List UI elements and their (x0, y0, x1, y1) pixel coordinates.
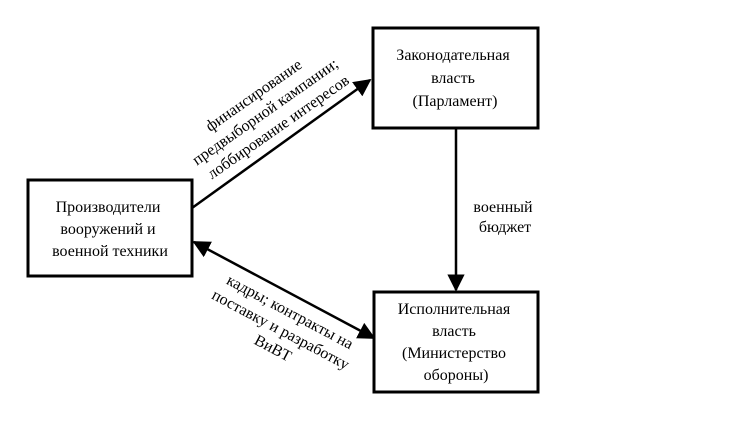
node-producers: Производители вооружений и военной техни… (26, 178, 194, 278)
node-legislative-line-3: (Парламент) (413, 93, 498, 110)
node-producers-box (26, 178, 194, 278)
edge-label-producers-to-legislative: финансирование предвыборной кампании; ло… (178, 37, 356, 186)
edge-label-le-line-2: бюджет (479, 219, 531, 236)
node-executive-line-4: обороны) (424, 367, 489, 384)
node-executive-box (372, 290, 540, 394)
node-producers-line-3: военной техники (52, 243, 168, 260)
node-legislative-box (371, 26, 540, 130)
node-legislative-line-1: Законодательная (396, 47, 510, 64)
node-executive: Исполнительная власть (Министерство обор… (372, 290, 540, 394)
edge-label-le-line-1: военный (473, 199, 533, 216)
node-executive-line-1: Исполнительная (398, 301, 511, 318)
node-legislative: Законодательная власть (Парламент) (371, 26, 540, 130)
node-legislative-line-2: власть (431, 70, 475, 87)
node-legislative-label: Законодательная власть (Парламент) (396, 47, 513, 110)
node-producers-line-2: вооружений и (60, 221, 156, 238)
node-executive-label: Исполнительная власть (Министерство обор… (398, 301, 515, 384)
arrow-executive-to-producers (192, 240, 376, 340)
node-executive-line-3: (Министерство (402, 345, 506, 362)
node-producers-label: Производители вооружений и военной техни… (52, 199, 168, 260)
node-producers-line-1: Производители (56, 199, 161, 216)
edge-label-legislative-to-executive: военный бюджет (473, 199, 536, 236)
arrow-producers-to-legislative (191, 78, 372, 210)
node-executive-line-2: власть (432, 323, 476, 340)
edge-label-pl-line-2: предвыборной кампании; (189, 55, 341, 169)
